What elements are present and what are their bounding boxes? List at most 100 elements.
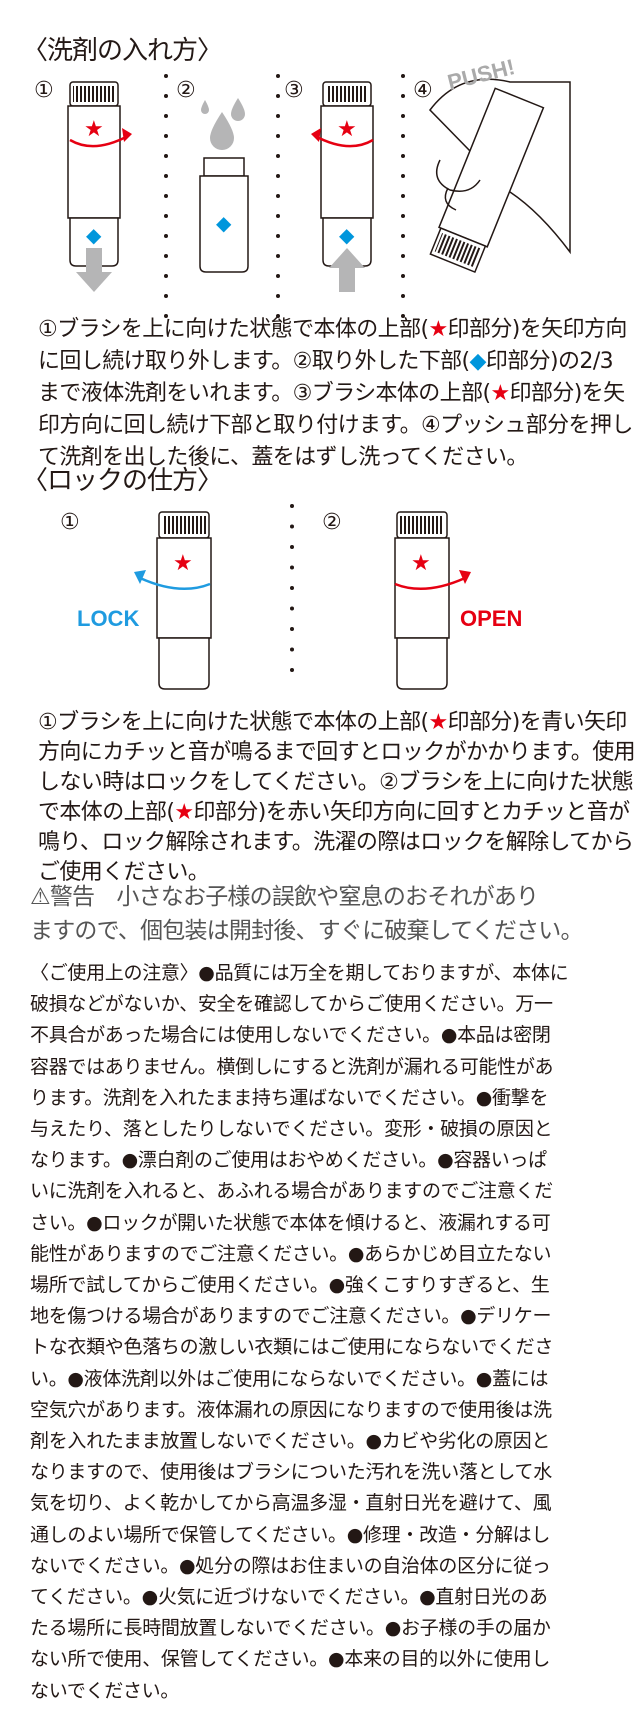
text-line: なります。●漂白剤のご使用はおやめください。●容器いっぱ	[30, 1149, 547, 1172]
star-icon: ★	[84, 117, 104, 142]
fill-instructions: ①ブラシを上に向けた状態で本体の上部(★印部分)を矢印方向に回し続け取り外します…	[38, 314, 633, 474]
divider-dot	[290, 586, 294, 590]
gray-arrow-down	[76, 248, 112, 292]
text-line: 容器ではありません。横倒しにすると洗剤が漏れる可能性があ	[30, 1055, 554, 1078]
divider-dot	[164, 274, 168, 278]
divider-dot	[290, 504, 294, 508]
text-line: ない所で使用、保管してください。●本来の目的以外に使用し	[30, 1648, 551, 1671]
text-line: ります。洗剤を入れたまま持ち運ばないでください。●衝撃を	[30, 1086, 549, 1109]
text-line: 場所で試してからご使用ください。●強くこすりすぎると、生	[30, 1274, 550, 1297]
divider-dot	[401, 94, 405, 98]
divider-dot	[276, 274, 280, 278]
divider-dot	[276, 214, 280, 218]
text-line: てください。●火気に近づけないでください。●直射日光のあ	[30, 1586, 548, 1609]
divider-dot	[276, 174, 280, 178]
red-rotate-arrow-step1	[69, 134, 129, 148]
liquid-drops	[201, 98, 245, 150]
hand-pressing-bottle	[429, 78, 571, 274]
divider-dot	[164, 134, 168, 138]
divider-dot	[164, 314, 168, 318]
step-number: ④	[413, 78, 433, 103]
text-line: 能性がありますのでご注意ください。●あらかじめ目立たない	[30, 1242, 552, 1265]
divider-dot	[276, 254, 280, 258]
text-line: 与えたり、落としたりしないでください。変形・破損の原因と	[30, 1118, 553, 1141]
divider-dot	[290, 606, 294, 611]
text-line: 通しのよい場所で保管してください。●修理・改造・分解はし	[30, 1523, 551, 1546]
divider-dot	[401, 114, 405, 118]
text-line: て洗剤を出した後に、蓋をはずし洗ってください。	[38, 445, 528, 470]
divider-dot	[276, 154, 280, 158]
text-line: ないでください。●処分の際はお住まいの自治体の区分に従っ	[30, 1554, 551, 1577]
divider-dot	[164, 194, 168, 198]
text-line: しない時はロックをしてください。②ブラシを上に向けた状態	[38, 770, 634, 795]
text-line: トな衣類や色落ちの激しい衣類にはご使用にならないでくださ	[30, 1336, 554, 1359]
section-title-fill: 〈洗剤の入れ方〉	[22, 36, 223, 66]
divider-dot	[401, 294, 405, 298]
star-icon: ★	[337, 117, 357, 142]
lock-label: LOCK	[77, 606, 140, 631]
divider-dot	[276, 234, 280, 238]
divider-dot	[164, 254, 168, 258]
text-line: なりますので、使用後はブラシについた汚れを洗い落として水	[30, 1461, 552, 1484]
divider-dot	[164, 114, 168, 118]
blue-rotate-arrow-lock	[139, 576, 211, 590]
divider-dot	[164, 214, 168, 218]
divider-dot	[290, 627, 294, 631]
step-number: ②	[322, 510, 342, 535]
lock-instructions: ①ブラシを上に向けた状態で本体の上部(★印部分)を青い矢印方向にカチッと音が鳴る…	[38, 708, 636, 888]
text-line: 破損などがないか、安全を確認してからご使用ください。万一	[30, 993, 553, 1016]
divider-dot	[401, 174, 405, 178]
divider-dot	[164, 74, 168, 78]
bottle-open	[394, 511, 450, 690]
text-line: で本体の上部(★印部分)を赤い矢印方向に回すとカチッと音が	[38, 800, 630, 825]
divider-dot	[290, 565, 294, 570]
text-line: 剤を入れたまま放置しないでください。●カビや劣化の原因と	[30, 1430, 551, 1453]
text-line: 気を切り、よく乾かしてから高温多湿・直射日光を避けて、風	[30, 1492, 552, 1515]
diamond-icon: ◆	[86, 223, 102, 247]
red-rotate-arrow-open	[394, 576, 466, 590]
text-line: 鳴り、ロック解除されます。洗濯の際はロックを解除してから	[38, 830, 634, 855]
text-line: い。●液体洗剤以外はご使用にならないでください。●蓋には	[30, 1367, 549, 1390]
text-line: 〈ご使用上の注意〉●品質には万全を期しておりますが、本体に	[30, 962, 569, 984]
text-line: 不具合があった場合には使用しないでください。●本品は密閉	[30, 1024, 551, 1047]
step-number: ①	[60, 510, 80, 535]
text-line: まで液体洗剤をいれます。③ブラシ本体の上部(★印部分)を矢	[38, 381, 625, 406]
divider-dot	[401, 134, 405, 138]
bottle-lock	[156, 511, 212, 690]
diamond-icon: ◆	[339, 223, 355, 247]
bottle-step1	[67, 81, 121, 267]
divider-dot	[276, 94, 280, 98]
divider-dot	[401, 154, 405, 158]
divider-dot	[401, 214, 405, 218]
divider-dot	[276, 134, 280, 138]
divider-dot	[276, 314, 280, 318]
divider-dot	[290, 545, 294, 549]
step-number: ①	[34, 78, 54, 103]
divider-dot	[290, 668, 294, 672]
text-line: ないでください。	[30, 1679, 180, 1702]
divider-dot	[290, 647, 294, 652]
text-line: に回し続け取り外します。②取り外した下部(◆印部分)の2/3	[38, 349, 614, 374]
text-line: 地を傷つける場合がありますのでご注意ください。●デリケー	[30, 1305, 552, 1328]
bottle-step3	[320, 81, 374, 267]
red-rotate-arrow-step3	[314, 134, 374, 148]
text-line: ①ブラシを上に向けた状態で本体の上部(★印部分)を青い矢印	[38, 710, 627, 735]
star-icon: ★	[411, 551, 431, 576]
divider-dot	[401, 274, 405, 278]
text-line: いに洗剤を入れると、あふれる場合がありますのでご注意くだ	[30, 1180, 553, 1203]
text-line: たる場所に長時間放置しないでください。●お子様の手の届か	[30, 1617, 551, 1640]
dotted-dividers	[164, 74, 405, 318]
step-number: ③	[284, 78, 304, 103]
usage-notes: 〈ご使用上の注意〉●品質には万全を期しておりますが、本体に破損などがないか、安全…	[30, 958, 569, 1707]
divider-dot	[276, 294, 280, 298]
divider-dot	[401, 234, 405, 238]
divider-dot	[276, 194, 280, 198]
divider-dot	[276, 114, 280, 118]
section-title-lock: 〈ロックの仕方〉	[22, 466, 223, 496]
step-number: ②	[176, 78, 196, 103]
divider-dot	[401, 314, 405, 318]
divider-dot	[290, 524, 294, 529]
diamond-icon: ◆	[216, 211, 232, 235]
divider-dot	[401, 194, 405, 198]
